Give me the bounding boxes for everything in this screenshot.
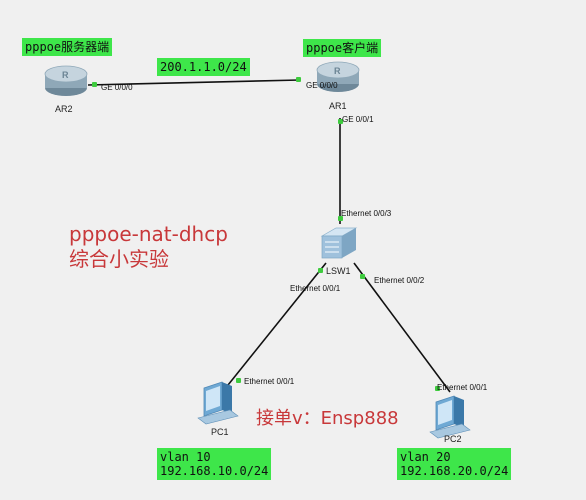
lsw1-port-up-label: Ethernet 0/0/3 (341, 209, 392, 218)
switch-lsw1-icon[interactable] (320, 227, 358, 259)
svg-text:R: R (62, 70, 69, 80)
pc2-network-box: vlan 20 192.168.20.0/24 (397, 448, 512, 480)
lsw1-port-right-label: Ethernet 0/0/2 (374, 276, 425, 285)
port-dot-pc1 (236, 378, 241, 383)
port-dot-lsw1-up (338, 216, 343, 221)
experiment-title-line1: pppoe-nat-dhcp (69, 222, 228, 246)
ar1-port-down-label: GE 0/0/1 (342, 115, 374, 124)
port-dot-lsw1-right (360, 274, 365, 279)
port-dot-ar1-down (338, 119, 343, 124)
pc1-network-box: vlan 10 192.168.10.0/24 (157, 448, 272, 480)
router-ar1-icon[interactable]: R (316, 61, 360, 92)
svg-text:R: R (334, 66, 341, 76)
ar1-port-left-label: GE 0/0/0 (306, 81, 338, 90)
pc1-port-label: Ethernet 0/0/1 (244, 377, 295, 386)
experiment-title-line2: 综合小实验 (69, 247, 169, 271)
client-label: pppoe客户端 (303, 39, 382, 57)
link-lsw1-pc2[interactable] (353, 262, 451, 393)
contact-text: 接单v：Ensp888 (256, 408, 399, 429)
experiment-title: pppoe-nat-dhcp 综合小实验 (69, 222, 228, 272)
ar1-name: AR1 (329, 101, 347, 111)
pc1-vlan: vlan 10 (160, 450, 211, 464)
lsw1-port-left-label: Ethernet 0/0/1 (290, 284, 341, 293)
server-label: pppoe服务器端 (22, 38, 113, 56)
router-ar2-icon[interactable]: R (44, 65, 88, 96)
port-dot-lsw1-left (318, 268, 323, 273)
port-dot-pc2 (435, 386, 440, 391)
link-ar2-ar1[interactable] (87, 79, 301, 86)
port-dot-ar2 (92, 82, 97, 87)
pc1-icon[interactable] (197, 381, 239, 425)
pc2-name: PC2 (444, 434, 462, 444)
pc1-name: PC1 (211, 427, 229, 437)
link-network-label: 200.1.1.0/24 (157, 58, 250, 76)
port-dot-ar1-left (296, 77, 301, 82)
pc2-network: 192.168.20.0/24 (400, 464, 509, 478)
pc1-network: 192.168.10.0/24 (160, 464, 269, 478)
lsw1-name: LSW1 (326, 266, 351, 276)
ar2-port-label: GE 0/0/0 (101, 83, 133, 92)
pc2-icon[interactable] (429, 395, 471, 439)
pc2-vlan: vlan 20 (400, 450, 451, 464)
ar2-name: AR2 (55, 104, 73, 114)
pc2-port-label: Ethernet 0/0/1 (437, 383, 488, 392)
link-lsw1-pc1[interactable] (223, 262, 327, 391)
